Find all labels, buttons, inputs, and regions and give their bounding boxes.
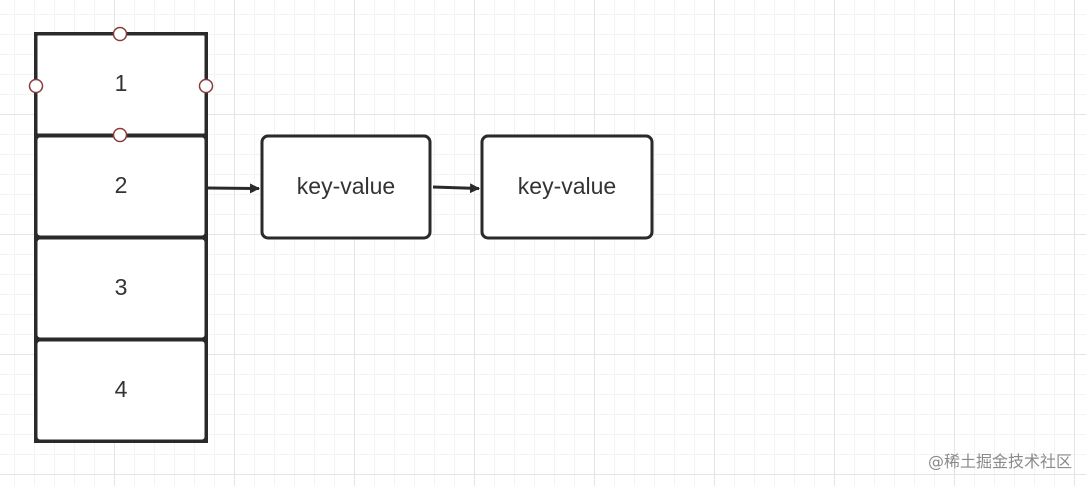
bucket-4-label: 4 xyxy=(115,376,128,402)
kv-node-1-label: key-value xyxy=(297,173,395,199)
bucket-4[interactable]: 4 xyxy=(34,338,208,443)
bucket-3[interactable]: 3 xyxy=(34,236,208,341)
kv-node-1[interactable]: key-value xyxy=(260,134,432,240)
arrow-bucket2-to-node1 xyxy=(207,183,260,194)
kv-node-2[interactable]: key-value xyxy=(480,134,654,240)
resize-handle-right[interactable] xyxy=(198,78,214,94)
kv-node-2-label: key-value xyxy=(518,173,616,199)
resize-handle-left[interactable] xyxy=(28,78,44,94)
bucket-array: 1 2 3 4 xyxy=(34,32,208,443)
bucket-3-label: 3 xyxy=(115,274,128,300)
resize-handle-bottom[interactable] xyxy=(112,127,128,143)
resize-handle-top[interactable] xyxy=(112,26,128,42)
bucket-2-label: 2 xyxy=(115,172,128,198)
watermark-text: @稀土掘金技术社区 xyxy=(927,452,1072,471)
bucket-2[interactable]: 2 xyxy=(34,134,208,239)
bucket-1-label: 1 xyxy=(115,70,128,96)
selection-handles[interactable] xyxy=(28,26,214,143)
bucket-1[interactable]: 1 xyxy=(34,32,208,137)
arrow-node1-to-node2 xyxy=(432,183,480,194)
